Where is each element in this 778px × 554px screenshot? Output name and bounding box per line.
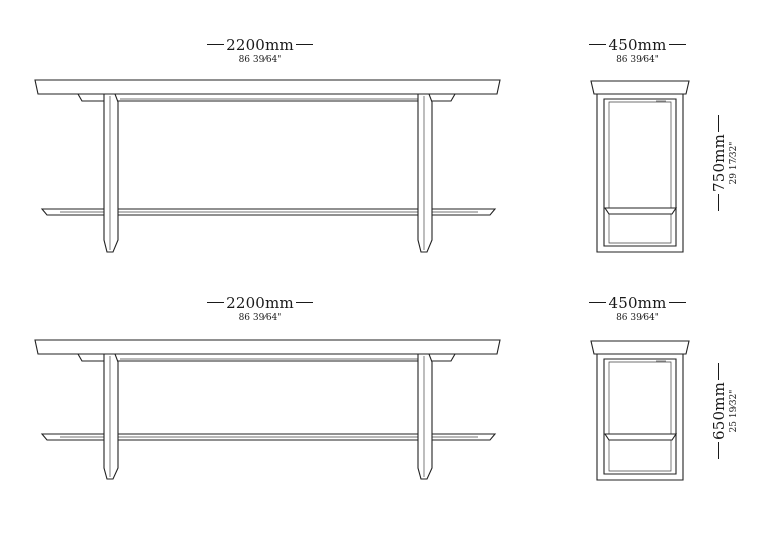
top-front-width-mm: 2200mm bbox=[226, 36, 294, 54]
bottom-side-depth-mm: 450mm bbox=[608, 294, 667, 312]
bottom-front-view bbox=[34, 339, 501, 480]
dimension-dash bbox=[668, 302, 686, 303]
top-front-width-dimension: 2200mm 86 39⁄64" bbox=[205, 38, 315, 65]
top-front-width-inch: 86 39⁄64" bbox=[238, 55, 282, 65]
right-leg bbox=[417, 93, 433, 253]
top-side-depth-mm: 450mm bbox=[608, 36, 667, 54]
dimension-dash bbox=[589, 44, 607, 45]
side-shelf bbox=[603, 433, 678, 441]
side-table-top bbox=[590, 340, 690, 355]
dimension-dash bbox=[207, 302, 225, 303]
side-shelf bbox=[603, 207, 678, 215]
dimension-dash bbox=[295, 44, 313, 45]
side-table-top bbox=[590, 80, 690, 95]
dimension-dash bbox=[207, 44, 225, 45]
apron bbox=[77, 93, 456, 102]
bottom-front-width-inch: 86 39⁄64" bbox=[238, 313, 282, 323]
left-leg bbox=[103, 93, 119, 253]
dimension-dash bbox=[589, 302, 607, 303]
table-top bbox=[34, 339, 501, 355]
left-leg bbox=[103, 353, 119, 480]
bottom-side-view bbox=[590, 340, 690, 481]
apron bbox=[77, 353, 456, 362]
side-frame bbox=[596, 93, 684, 253]
bottom-front-width-dimension: 2200mm 86 39⁄64" bbox=[205, 296, 315, 323]
right-leg bbox=[417, 353, 433, 480]
top-side-depth-dimension: 450mm 86 39⁄64" bbox=[585, 38, 690, 65]
side-frame bbox=[596, 353, 684, 481]
top-front-view bbox=[34, 79, 501, 253]
table-top bbox=[34, 79, 501, 95]
dimension-dash bbox=[295, 302, 313, 303]
bottom-side-depth-dimension: 450mm 86 39⁄64" bbox=[585, 296, 690, 323]
dimension-dash bbox=[668, 44, 686, 45]
top-side-view bbox=[590, 80, 690, 253]
bottom-front-width-mm: 2200mm bbox=[226, 294, 294, 312]
top-side-depth-inch: 86 39⁄64" bbox=[616, 55, 659, 65]
bottom-side-depth-inch: 86 39⁄64" bbox=[616, 313, 659, 323]
